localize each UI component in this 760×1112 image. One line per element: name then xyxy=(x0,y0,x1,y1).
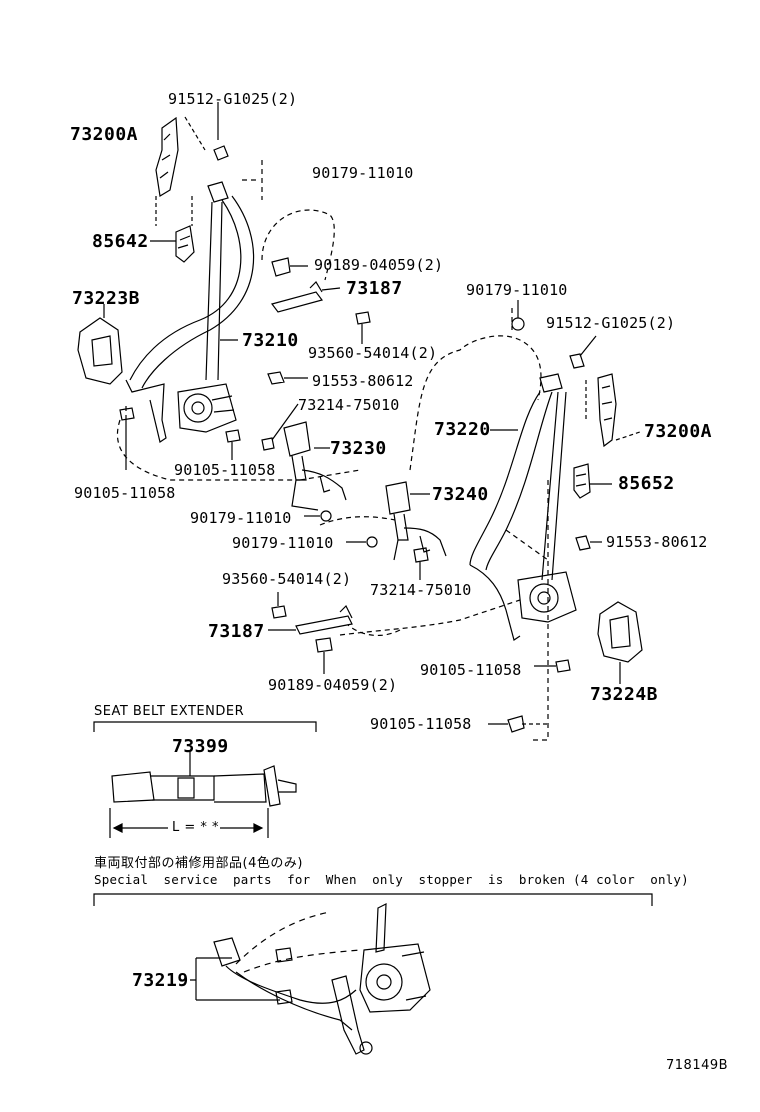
bolt-90105-right-c xyxy=(534,659,571,673)
shoulder-belt-73220 xyxy=(469,373,567,641)
part-label-85642: 85642 xyxy=(92,231,149,252)
clip-90189-low xyxy=(315,637,333,674)
adjuster-85652 xyxy=(573,463,612,499)
part-label-90189-low: 90189-04059(2) xyxy=(268,676,398,694)
height-adjuster-left xyxy=(155,116,206,226)
part-label-73200A-left: 73200A xyxy=(70,124,139,145)
stopper-assembly-73219 xyxy=(190,903,431,1055)
nut-90179-low xyxy=(346,536,378,548)
service-note-english: Special service parts for When only stop… xyxy=(94,872,689,887)
part-label-90105-a: 90105-11058 xyxy=(174,461,276,479)
part-label-73219: 73219 xyxy=(132,970,189,991)
part-label-73210: 73210 xyxy=(242,330,299,351)
part-label-90105-b: 90105-11058 xyxy=(74,484,176,502)
part-label-93560-top: 93560-54014(2) xyxy=(308,344,438,362)
part-label-90179-top: 90179-11010 xyxy=(312,164,414,182)
part-label-73214-top: 73214-75010 xyxy=(298,396,400,414)
part-label-73399: 73399 xyxy=(172,736,229,757)
nut-90179-mid xyxy=(304,510,332,522)
extender-title: SEAT BELT EXTENDER xyxy=(94,704,245,719)
bolt-91512-right xyxy=(569,335,597,369)
cover-73223B xyxy=(77,304,123,385)
part-label-85652: 85652 xyxy=(618,473,675,494)
part-label-90105-c: 90105-11058 xyxy=(420,661,522,679)
part-label-73224B: 73224B xyxy=(590,684,659,705)
part-label-93560-low: 93560-54014(2) xyxy=(222,570,352,588)
retractor-left xyxy=(177,383,237,433)
shoulder-belt-73210 xyxy=(125,181,255,443)
part-label-73187-top: 73187 xyxy=(346,278,403,299)
seat-belt-extender-73399 xyxy=(109,750,297,838)
part-label-73214-low: 73214-75010 xyxy=(370,581,472,599)
bolt-90105-left-b xyxy=(225,429,241,460)
retractor-right xyxy=(517,571,577,623)
part-label-91553-right: 91553-80612 xyxy=(606,533,708,551)
buckle-73230 xyxy=(261,403,347,511)
bolt-90105-left-a xyxy=(119,407,135,470)
part-label-90179-mid: 90179-11010 xyxy=(190,509,292,527)
part-label-73200A-right: 73200A xyxy=(644,421,713,442)
part-label-73230: 73230 xyxy=(330,438,387,459)
extender-length: L = * * xyxy=(172,820,220,835)
bolt-93560-low xyxy=(271,592,287,619)
service-note-japanese: 車両取付部の補修用部品(4色のみ) xyxy=(94,856,303,871)
adjuster-85642 xyxy=(150,225,195,263)
part-label-91512-left: 91512-G1025(2) xyxy=(168,90,298,108)
bolt-91553-right xyxy=(575,535,602,551)
part-label-90105-d: 90105-11058 xyxy=(370,715,472,733)
part-label-91553-left: 91553-80612 xyxy=(312,372,414,390)
part-label-73223B: 73223B xyxy=(72,288,141,309)
service-bracket-line xyxy=(93,893,653,906)
part-label-90189-top: 90189-04059(2) xyxy=(314,256,444,274)
seat-outline-left xyxy=(116,160,361,481)
part-label-73187-low: 73187 xyxy=(208,621,265,642)
bolt-93560-top xyxy=(355,311,371,344)
part-label-73220: 73220 xyxy=(434,419,491,440)
part-label-73240: 73240 xyxy=(432,484,489,505)
part-label-90179-low: 90179-11010 xyxy=(232,534,334,552)
bolt-91512-left xyxy=(213,102,229,161)
bolt-90105-right-d xyxy=(488,715,548,733)
bolt-91553-left xyxy=(267,371,308,385)
clip-90189-top xyxy=(271,257,308,277)
cover-73224B xyxy=(597,601,643,684)
bracket-73187-top xyxy=(270,281,341,313)
part-label-91512-right: 91512-G1025(2) xyxy=(546,314,676,332)
figure-id: 718149B xyxy=(666,1058,729,1073)
part-label-90179-right: 90179-11010 xyxy=(466,281,568,299)
nut-90179-right xyxy=(511,300,525,331)
height-adjuster-right xyxy=(585,373,641,448)
buckle-73240 xyxy=(385,481,447,563)
bracket-73187-low xyxy=(268,604,353,635)
extender-bracket-line xyxy=(93,721,317,732)
